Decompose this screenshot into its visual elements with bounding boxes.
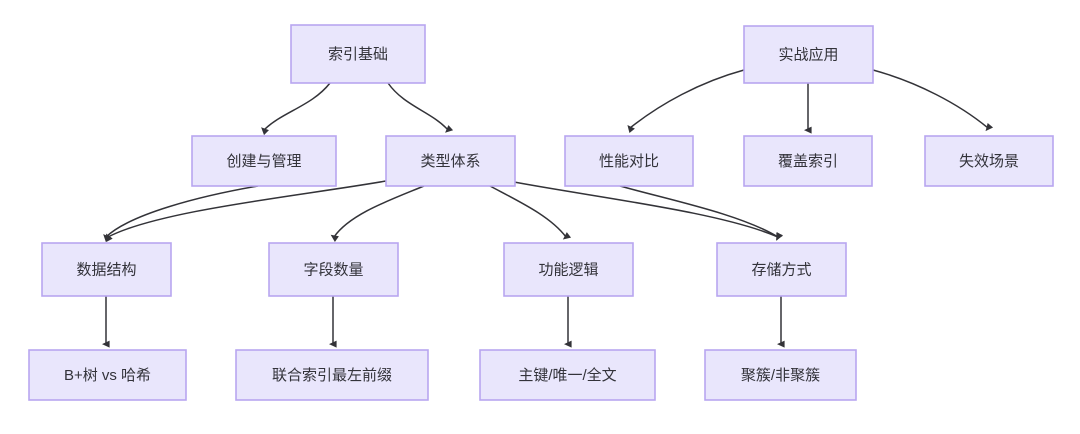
node-n13[interactable]: 联合索引最左前缀 (235, 349, 429, 401)
node-n1[interactable]: 索引基础 (290, 24, 426, 84)
node-n2[interactable]: 实战应用 (743, 25, 874, 84)
node-n5[interactable]: 性能对比 (564, 135, 694, 187)
node-label: 性能对比 (599, 153, 659, 170)
node-n14[interactable]: 主键/唯一/全文 (479, 349, 656, 401)
node-n10[interactable]: 功能逻辑 (503, 242, 634, 297)
node-label: 创建与管理 (226, 153, 301, 170)
node-box[interactable] (924, 135, 1054, 187)
node-box[interactable] (503, 242, 634, 297)
node-label: 功能逻辑 (538, 261, 598, 278)
node-box[interactable] (235, 349, 429, 401)
node-label: 联合索引最左前缀 (272, 367, 392, 384)
node-n11[interactable]: 存储方式 (716, 242, 847, 297)
node-box[interactable] (28, 349, 187, 401)
node-box[interactable] (385, 135, 516, 187)
node-n15[interactable]: 聚簇/非聚簇 (704, 349, 857, 401)
node-n7[interactable]: 失效场景 (924, 135, 1054, 187)
edges-layer (101, 69, 994, 348)
node-label: 主键/唯一/全文 (518, 366, 616, 384)
edge-n4-to-n8 (106, 180, 387, 242)
node-box[interactable] (290, 24, 426, 84)
node-n4[interactable]: 类型体系 (385, 135, 516, 187)
node-box[interactable] (191, 135, 337, 187)
edge-n3-to-n8 (103, 185, 259, 243)
edge-n4-to-n9 (330, 185, 425, 243)
edge-n4-to-n10 (489, 185, 572, 240)
node-box[interactable] (268, 242, 399, 297)
node-n6[interactable]: 覆盖索引 (743, 135, 873, 187)
node-box[interactable] (479, 349, 656, 401)
node-label: 索引基础 (328, 46, 388, 63)
edge-n4-to-n11 (513, 181, 783, 241)
node-label: 实战应用 (778, 45, 838, 63)
node-label: 失效场景 (959, 153, 1019, 170)
edge-n2-to-n5 (627, 69, 745, 134)
node-label: 覆盖索引 (778, 153, 838, 170)
node-box[interactable] (704, 349, 857, 401)
node-n12[interactable]: B+树 vs 哈希 (28, 349, 187, 401)
edge-n2-to-n7 (872, 69, 994, 132)
node-label: 数据结构 (76, 261, 136, 278)
edge-n1-to-n4 (387, 82, 454, 133)
node-label: B+树 vs 哈希 (64, 367, 151, 384)
node-n9[interactable]: 字段数量 (268, 242, 399, 297)
edge-n5-to-n11 (619, 185, 783, 241)
node-box[interactable] (743, 25, 874, 84)
node-box[interactable] (716, 242, 847, 297)
node-box[interactable] (564, 135, 694, 187)
node-label: 存储方式 (751, 261, 811, 278)
node-label: 聚簇/非聚簇 (741, 366, 820, 384)
node-box[interactable] (743, 135, 873, 187)
node-n3[interactable]: 创建与管理 (191, 135, 337, 187)
node-label: 类型体系 (420, 153, 480, 170)
node-box[interactable] (41, 242, 172, 297)
edge-n1-to-n3 (261, 82, 331, 136)
node-label: 字段数量 (303, 261, 363, 278)
node-n8[interactable]: 数据结构 (41, 242, 172, 297)
